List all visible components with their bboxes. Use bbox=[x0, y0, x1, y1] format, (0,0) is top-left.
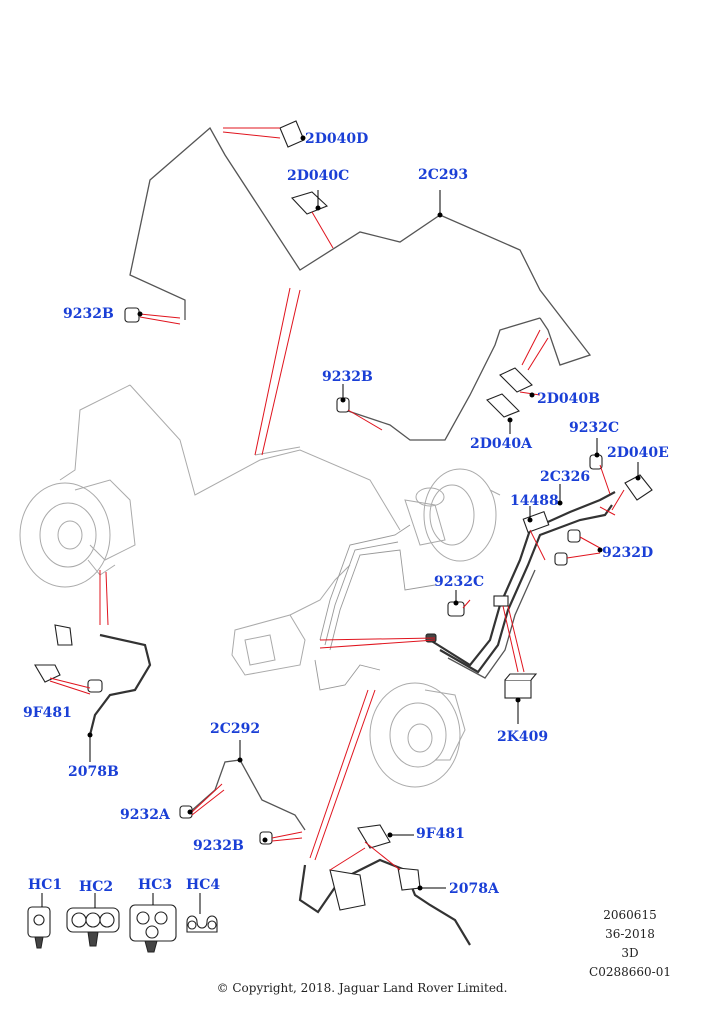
fitting-9232c-lower bbox=[425, 601, 465, 643]
label-hc3: HC3 bbox=[138, 877, 173, 893]
front-right-disc bbox=[369, 682, 466, 788]
clip-2d040b bbox=[499, 367, 533, 393]
copyright-notice: © Copyright, 2018. Jaguar Land Rover Lim… bbox=[216, 981, 508, 995]
label-2c293: 2C293 bbox=[418, 167, 469, 183]
front-left-disc bbox=[19, 479, 136, 588]
meta-code-4: C0288660-01 bbox=[589, 965, 671, 979]
hose-2078b bbox=[34, 624, 152, 736]
fitting-9232b-upper bbox=[124, 307, 140, 323]
meta-code-2: 36-2018 bbox=[605, 927, 655, 941]
callout-markers bbox=[41, 135, 641, 914]
label-2d040c: 2D040C bbox=[287, 168, 350, 184]
label-2c292: 2C292 bbox=[210, 721, 261, 737]
label-2d040e: 2D040E bbox=[607, 445, 669, 461]
clip-hc4 bbox=[186, 915, 218, 933]
clip-2d040c bbox=[290, 191, 329, 215]
hose-2078a bbox=[298, 824, 471, 946]
label-9232b-lower: 9232B bbox=[193, 838, 244, 854]
label-9232d: 9232D bbox=[602, 545, 654, 561]
clip-2d040e bbox=[624, 474, 653, 501]
clip-2d040d bbox=[279, 120, 305, 148]
label-14488: 14488 bbox=[510, 493, 559, 509]
label-2078a: 2078A bbox=[449, 881, 499, 897]
clip-hc3 bbox=[129, 904, 177, 953]
brake-pipe-2c326 bbox=[429, 491, 616, 679]
label-hc1: HC1 bbox=[28, 877, 63, 893]
meta-code-3: 3D bbox=[621, 946, 639, 960]
label-9f481-left: 9F481 bbox=[23, 705, 72, 721]
label-9232c-lower: 9232C bbox=[434, 574, 485, 590]
part-2k409 bbox=[504, 673, 538, 699]
abs-module bbox=[231, 564, 351, 676]
label-2d040b: 2D040B bbox=[537, 391, 600, 407]
label-hc2: HC2 bbox=[79, 879, 114, 895]
brake-booster bbox=[404, 468, 501, 562]
fittings-9232d bbox=[554, 529, 581, 566]
clip-hc2 bbox=[66, 907, 120, 947]
abs-pipes bbox=[314, 524, 436, 691]
label-9232b-upper: 9232B bbox=[63, 306, 114, 322]
label-9232b-middle: 9232B bbox=[322, 369, 373, 385]
label-9f481-right: 9F481 bbox=[416, 826, 465, 842]
label-9232a: 9232A bbox=[120, 807, 170, 823]
label-2c326: 2C326 bbox=[540, 469, 591, 485]
meta-code-1: 2060615 bbox=[603, 908, 657, 922]
label-2d040a: 2D040A bbox=[470, 436, 532, 452]
label-2d040d: 2D040D bbox=[305, 131, 369, 147]
label-9232c-upper: 9232C bbox=[569, 420, 620, 436]
brake-pipe-2c293 bbox=[129, 126, 592, 441]
leader-lines bbox=[49, 127, 625, 871]
label-2k409: 2K409 bbox=[497, 729, 549, 745]
clip-hc1 bbox=[27, 906, 51, 949]
brake-pipe-2c292 bbox=[179, 759, 306, 845]
clip-2d040a bbox=[486, 393, 520, 418]
label-2078b: 2078B bbox=[68, 764, 119, 780]
label-hc4: HC4 bbox=[186, 877, 221, 893]
